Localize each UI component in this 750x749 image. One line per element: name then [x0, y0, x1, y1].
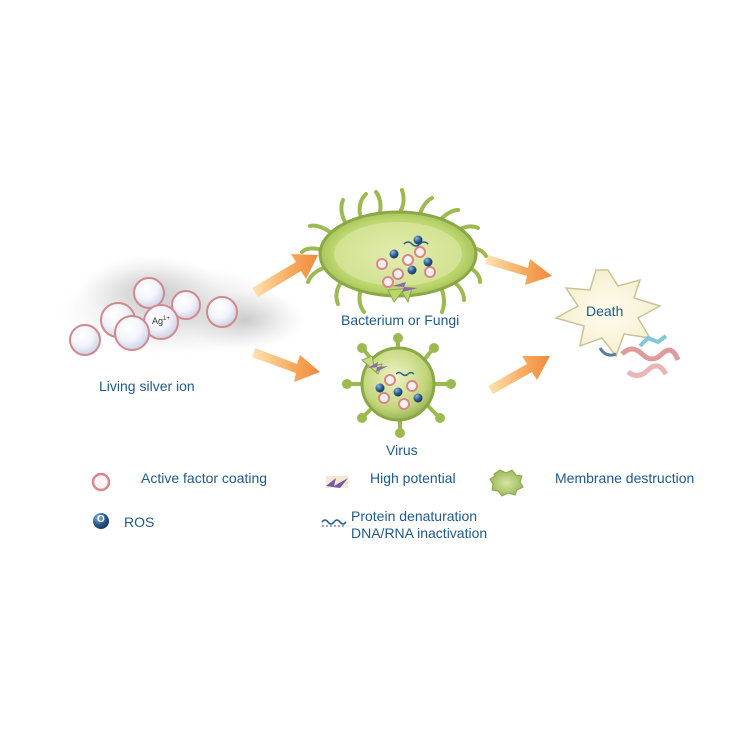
ros-symbol: O: [97, 514, 105, 525]
silver-ion-label: Ag1+: [152, 316, 170, 326]
silver-ion-spheres: [69, 277, 238, 356]
virus-particle: [342, 333, 456, 438]
legend-membrane-icon: [489, 469, 524, 497]
death-label: Death: [586, 303, 624, 319]
legend-ros-label: ROS: [124, 514, 155, 530]
legend-coating-icon: [91, 472, 111, 492]
dna-fragment-icon: [598, 334, 681, 378]
legend-dna-label: DNA/RNA inactivation: [351, 525, 488, 541]
arrow-bacterium-to-death: [485, 255, 552, 285]
ion-symbol: Ag: [152, 316, 164, 326]
legend-high-potential-label: High potential: [370, 470, 456, 486]
legend-coating-label: Active factor coating: [141, 470, 268, 486]
arrow-virus-to-death: [488, 356, 550, 394]
death-burst: [554, 269, 662, 358]
living-silver-ion-label: Living silver ion: [99, 378, 195, 394]
legend-high-potential-icon: [326, 476, 348, 488]
legend-ros-icon: [93, 513, 109, 529]
legend-protein-label: Protein denaturation: [351, 508, 478, 524]
legend-membrane-label: Membrane destruction: [555, 470, 695, 486]
bacterium-cell: [300, 188, 488, 314]
ion-charge: 1+: [163, 316, 170, 322]
arrow-to-bacterium: [252, 254, 318, 297]
legend-protein-icon: [321, 519, 347, 527]
bacterium-label: Bacterium or Fungi: [341, 312, 460, 328]
arrow-to-virus: [252, 348, 320, 382]
virus-label: Virus: [386, 442, 418, 458]
